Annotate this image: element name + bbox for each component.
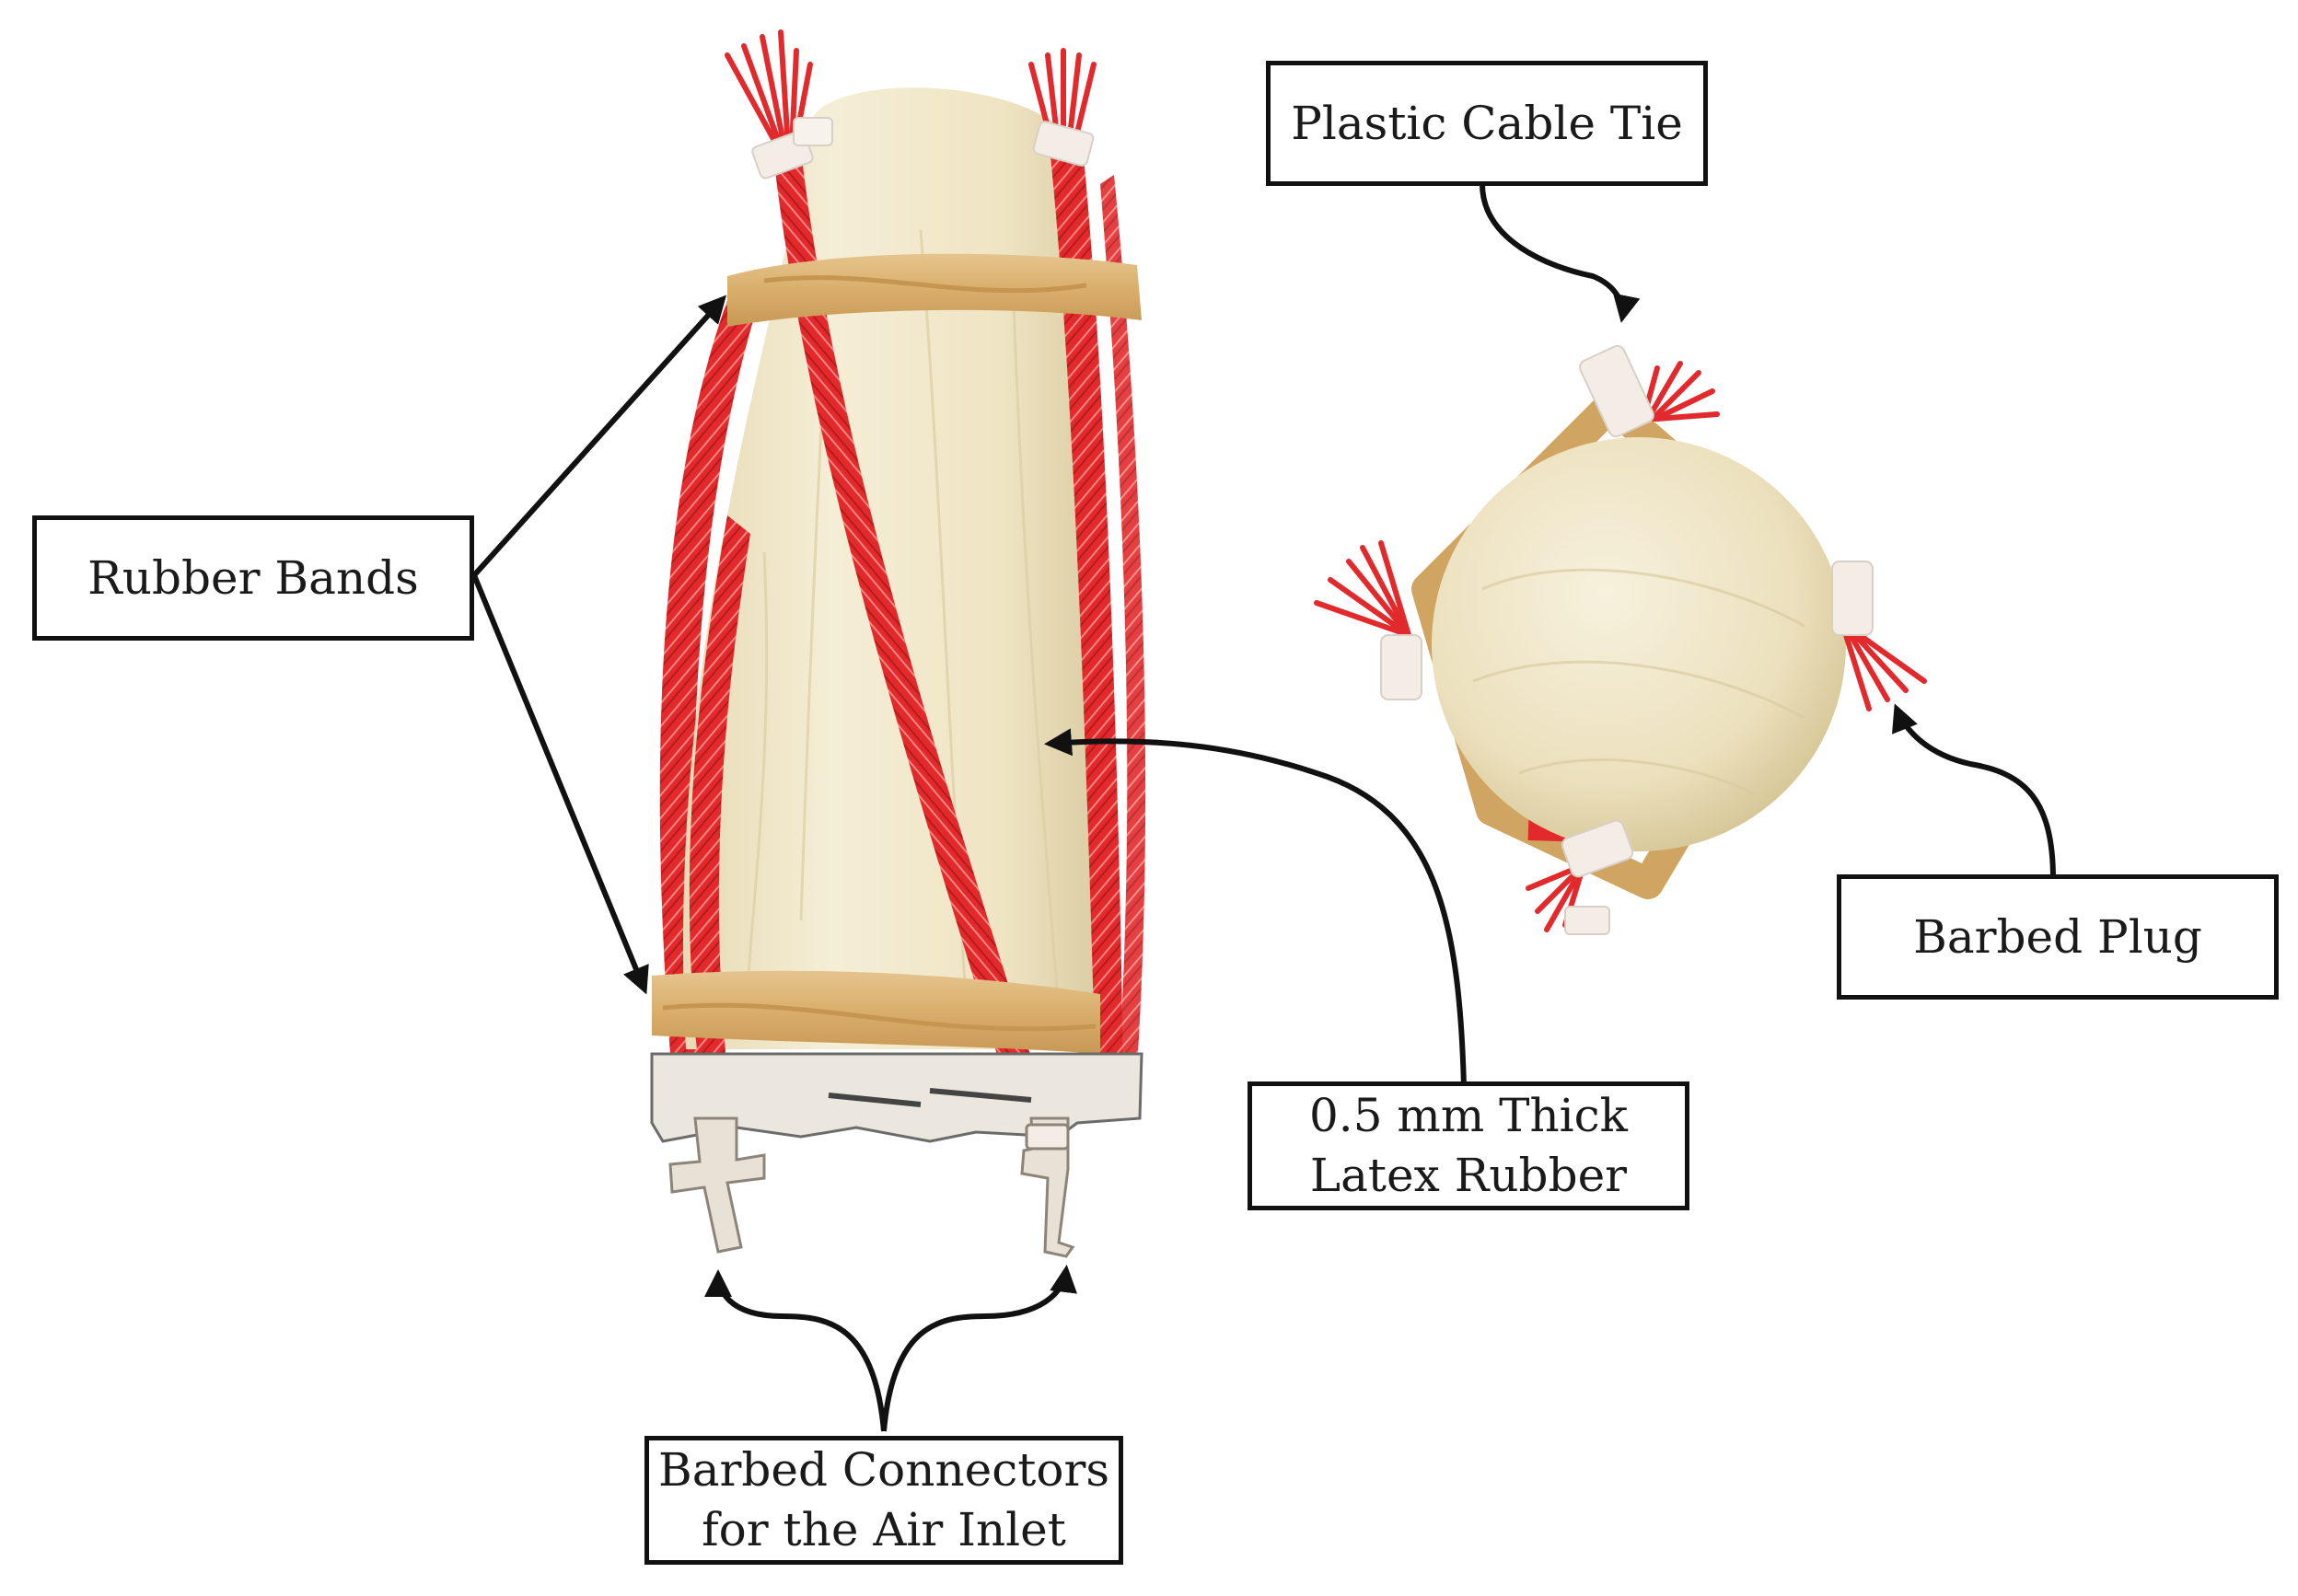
cable-tie-bottom-tail bbox=[1564, 906, 1610, 935]
braided-tube-right-edge bbox=[1100, 175, 1146, 1068]
label-text-line2: Latex Rubber bbox=[1309, 1149, 1628, 1202]
base-plate-shadow bbox=[828, 1088, 1032, 1107]
cable-tie-left bbox=[1380, 634, 1422, 700]
barbed-connector-left bbox=[668, 1116, 766, 1254]
base-plate bbox=[650, 1052, 1143, 1143]
cable-tie-top bbox=[1579, 344, 1654, 438]
label-plastic-cable-tie: Plastic Cable Tie bbox=[1266, 61, 1708, 186]
rubber-band-bottom-twist bbox=[662, 1002, 1097, 1032]
arrow-latex-rubber bbox=[1044, 728, 1467, 1087]
cable-tie-top-left-head bbox=[793, 117, 833, 146]
actuator-side-view bbox=[650, 29, 1146, 1258]
arrow-rubber-band-top bbox=[471, 295, 727, 578]
label-text: Rubber Bands bbox=[87, 550, 419, 605]
label-latex-rubber: 0.5 mm Thick Latex Rubber bbox=[1248, 1081, 1689, 1210]
braided-tube-left bbox=[689, 515, 750, 1077]
label-rubber-bands: Rubber Bands bbox=[32, 515, 474, 641]
cable-tie-right bbox=[1831, 561, 1874, 636]
label-text: Plastic Cable Tie bbox=[1291, 96, 1683, 150]
sphere-texture bbox=[1472, 568, 1805, 803]
arrow-connector-right bbox=[881, 1265, 1078, 1432]
cable-tie-top-right bbox=[1032, 121, 1095, 167]
label-text: Barbed Plug bbox=[1913, 909, 2202, 964]
callout-arrows bbox=[471, 183, 2056, 1432]
actuator-top-view bbox=[1314, 344, 1927, 935]
rubber-band-top bbox=[727, 253, 1142, 327]
label-barbed-connectors: Barbed Connectors for the Air Inlet bbox=[644, 1436, 1123, 1565]
barbed-connector-right bbox=[1020, 1116, 1075, 1258]
rubber-band-bottom bbox=[652, 970, 1100, 1054]
arrow-rubber-band-bottom bbox=[471, 573, 649, 995]
arrow-barbed-plug bbox=[1892, 703, 2056, 880]
rubber-band-top-twist bbox=[763, 275, 1087, 294]
latex-sphere bbox=[1432, 437, 1846, 851]
arrow-connector-left bbox=[704, 1269, 887, 1432]
braided-tube-right bbox=[1050, 138, 1123, 1081]
arrow-cable-tie bbox=[1480, 183, 1641, 323]
braided-tube-diagonal bbox=[772, 133, 1040, 1091]
frayed-end-right bbox=[1843, 632, 1927, 711]
label-barbed-plug: Barbed Plug bbox=[1837, 874, 2279, 1000]
frayed-end-top bbox=[1641, 361, 1720, 422]
frayed-tube-ends-top bbox=[725, 29, 1097, 155]
latex-body bbox=[683, 87, 1108, 1050]
frayed-end-left bbox=[1314, 540, 1411, 638]
cable-tie-bottom bbox=[1561, 819, 1634, 878]
label-text-line1: 0.5 mm Thick bbox=[1309, 1089, 1628, 1142]
label-text-line2: for the Air Inlet bbox=[702, 1503, 1066, 1556]
label-text-line1: Barbed Connectors bbox=[657, 1443, 1110, 1497]
